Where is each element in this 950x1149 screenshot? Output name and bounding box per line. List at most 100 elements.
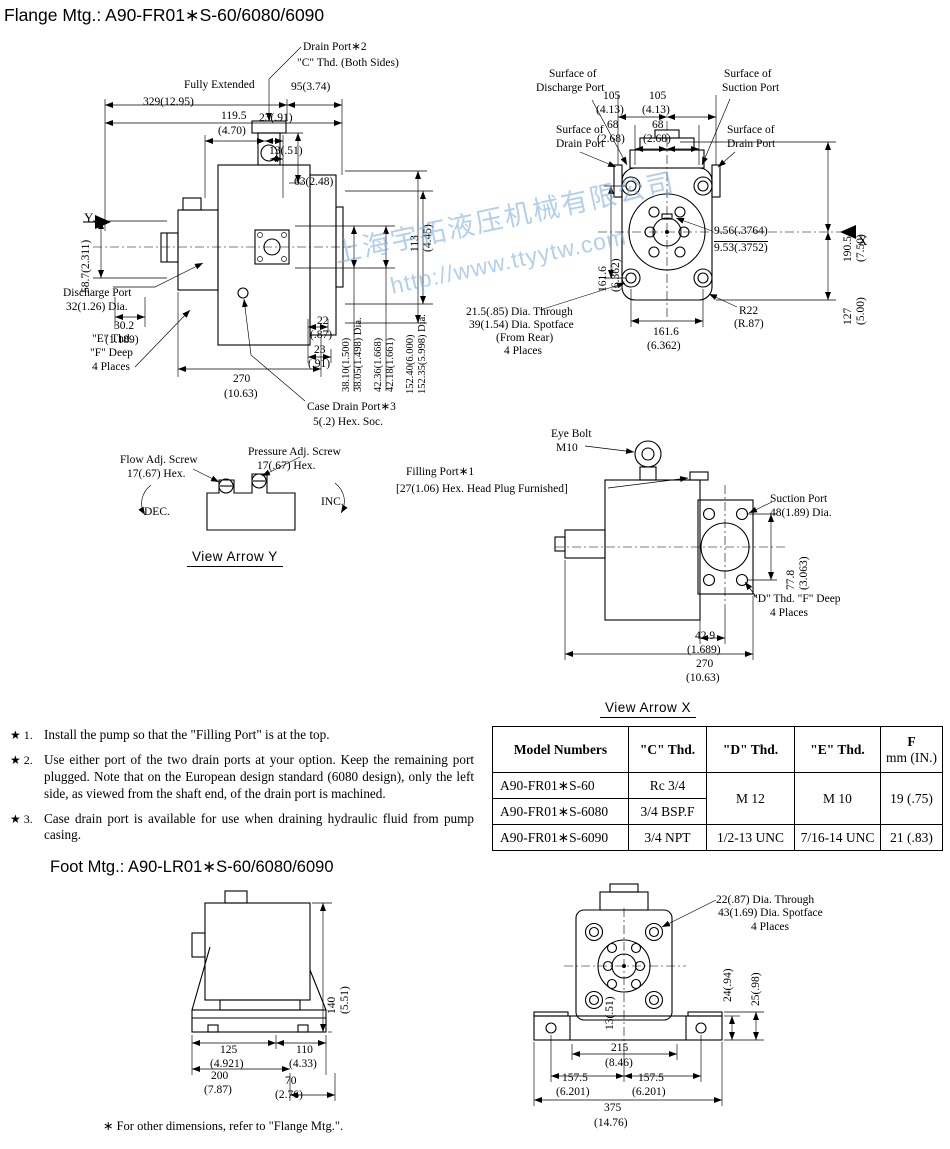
pilot-dia-tolerance-label: 152.40(6.000) 152.35(5.998) Dia. [405,314,429,394]
dim-text: 38.05(1.498) Dia. [352,317,364,392]
dim-text: (6.362) [609,258,622,292]
flange-rear-view-drawing [539,95,856,327]
dim-label: (1.189) [105,334,139,346]
places-label: 4 Places [770,607,809,619]
surface-label: Surface of [724,68,772,80]
d-thd-cell: M 12 [706,772,795,825]
f-cell: 19 (.75) [880,772,943,825]
dim-label: (4.13) [642,104,670,116]
dim-label: 329(12.95) [143,96,194,108]
f-cell: 21 (.83) [880,824,943,851]
dim-text: 152.35(5.998) Dia. [416,314,428,394]
note-marker: ★ 1. [10,728,33,742]
discharge-port-label: Discharge Port [63,287,132,299]
mounting-hole-label: 22(.87) Dia. Through [716,894,815,906]
table-header-row: Model Numbers "C" Thd. "D" Thd. "E" Thd.… [492,726,943,773]
surface-label: Surface of [549,68,597,80]
dim-label: 42.9 [695,630,716,642]
note-marker: ★ 2. [10,752,33,767]
e-thd-cell: M 10 [794,772,881,825]
surface-label: Surface of [727,124,775,136]
dec-label: DEC. [144,506,170,518]
surface-drain-label: Drain Port [556,138,605,150]
surface-discharge-label: Discharge Port [536,82,605,94]
col-header-e-thd: "E" Thd. [794,726,881,773]
dim-label: (4.921) [210,1058,244,1070]
d-thread-label: "D" Thd. "F" Deep [753,593,841,605]
dim-label: 105 [603,90,621,102]
model-cell: A90-FR01∗S-6080 [492,798,629,825]
dim-label: 22 [317,315,329,327]
dim-label: (.91) [308,358,331,370]
dim-label: 200 [211,1070,229,1082]
dim-label: (4.70) [218,125,246,137]
col-header-c-thd: "C" Thd. [628,726,707,773]
note-3: ★ 3. Case drain port is available for us… [10,811,474,845]
c-thd-cell: Rc 3/4 [628,772,707,799]
dim-label-vertical: 161.6 (6.362) [597,258,623,292]
model-cell: A90-FR01∗S-6090 [492,824,629,851]
f-label: F [907,733,916,749]
flange-side-view-drawing [83,46,433,402]
dim-text: (5.00) [854,297,867,325]
dim-label: 270 [233,373,251,385]
foot-rear-view-drawing [533,883,764,1106]
shaft-dia-tolerance-label: 38.10(1.500) 38.05(1.498) Dia. [341,317,365,392]
suction-port-label: Suction Port [770,493,828,505]
fully-extended-label: Fully Extended [184,79,255,91]
surface-label: Surface of [556,124,604,136]
inc-label: INC. [321,496,344,508]
key-width-label: 9.56(.3764) [714,225,768,237]
foot-side-view-drawing [191,890,336,1101]
key-width-label: 9.53(.3752) [714,241,768,254]
filling-port-plug-label: [27(1.06) Hex. Head Plug Furnished] [396,483,568,495]
hex-soc-label: 5(.2) Hex. Soc. [313,416,383,428]
shaft-dia-tolerance-label: 42.36(1.668) 42.18(1.661) [373,338,397,392]
dim-label: (2.68) [597,133,625,145]
dim-label: (6.201) [632,1086,666,1098]
dim-label-vertical: 113 (4.45) [409,224,435,252]
dim-label-vertical: 13(.51) [604,996,616,1030]
eye-bolt-size-label: M10 [556,442,578,454]
discharge-port-dia-label: 32(1.26) Dia. [66,301,128,313]
dim-label: 105 [649,90,667,102]
dim-label: 110 [296,1044,313,1056]
c-thd-cell: 3/4 BSP.F [628,798,707,825]
dim-text: 152.40(6.000) [405,334,416,395]
dim-text: 77.8 [785,569,797,590]
flow-adj-screw-label: Flow Adj. Screw [120,454,198,466]
note-1: ★ 1. Install the pump so that the "Filli… [10,727,474,744]
note-text: Use either port of the two drain ports a… [44,751,474,801]
dim-text: 38.10(1.500) [341,337,352,392]
dim-label: 157.5 [638,1072,664,1084]
dim-text: 113 [409,235,421,252]
notes-section: ★ 1. Install the pump so that the "Filli… [10,727,474,852]
f-deep-label: "F" Deep [90,347,133,359]
dim-text: 140 [326,996,338,1014]
surface-drain-label: Drain Port [727,138,776,150]
places-label: 4 Places [504,345,543,357]
dim-label: 23 [314,344,326,356]
thread-spec-table: Model Numbers "C" Thd. "D" Thd. "E" Thd.… [492,726,943,851]
dim-label: 270 [696,658,714,670]
dim-label: (14.76) [594,1117,628,1129]
dim-label: 125 [220,1044,238,1056]
dim-label-vertical: 25(.98) [750,972,762,1006]
dim-label: (6.362) [647,340,681,352]
view-y-letter: Y [84,210,94,225]
dim-label-vertical: 140 (5.51) [326,986,352,1014]
dim-label: (1.689) [687,644,721,656]
dim-text: (3.063) [797,556,810,590]
note-marker: ★ 3. [10,811,33,826]
dim-label: 119.5 [221,110,247,122]
eye-bolt-label: Eye Bolt [551,428,592,440]
dim-label: 68 [652,119,664,131]
view-arrow-x-caption: View Arrow X [600,700,697,718]
surface-suction-label: Suction Port [722,82,780,94]
dim-label: (8.46) [605,1057,633,1069]
radius-label: R22 [739,305,759,317]
dim-label: (2.68) [643,133,671,145]
dim-text: (5.51) [338,986,351,1014]
hex-label: 17(.67) Hex. [127,468,186,480]
